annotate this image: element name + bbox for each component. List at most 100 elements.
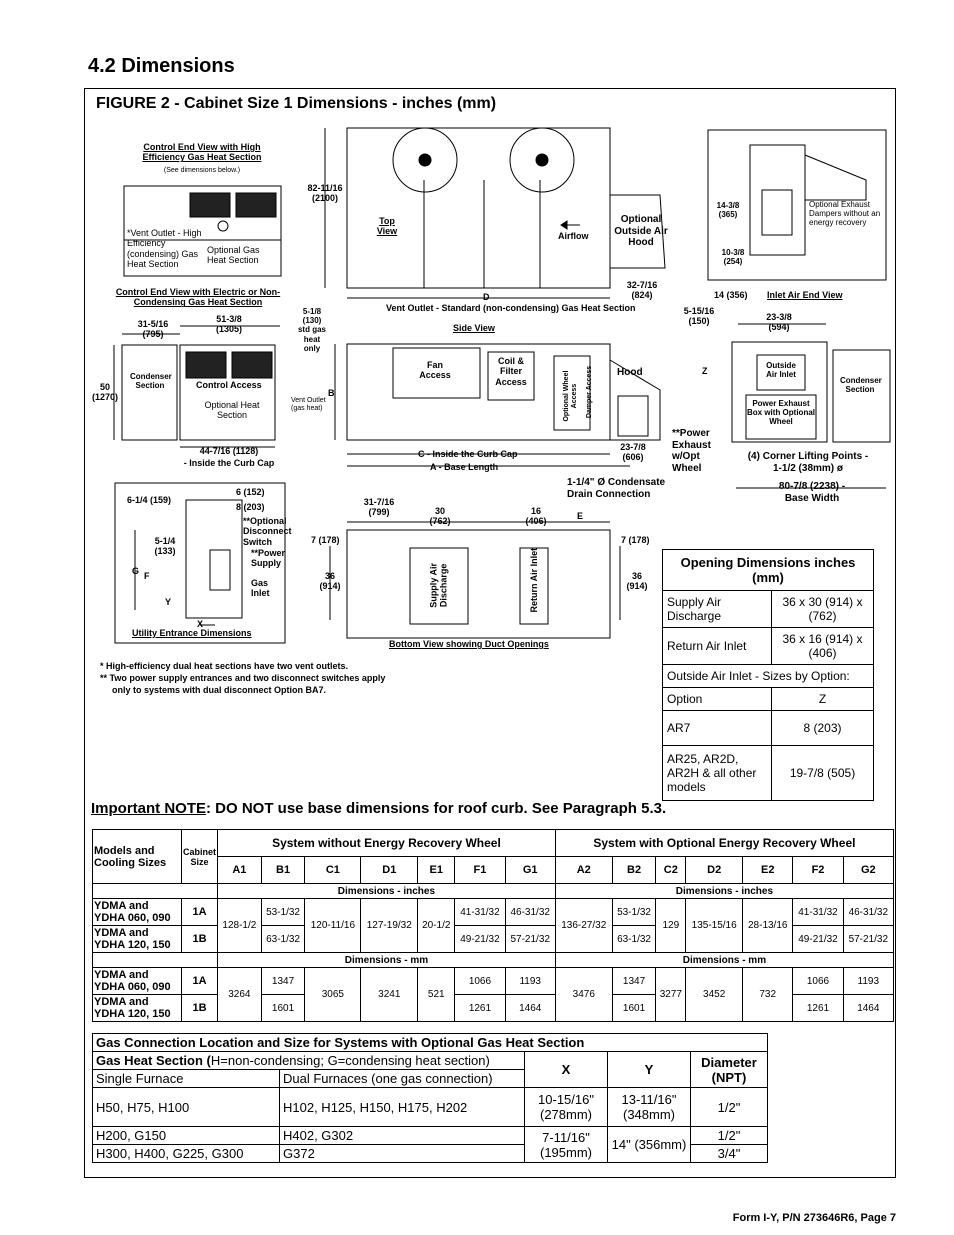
label-supply-air-discharge: Supply Air Discharge — [428, 563, 449, 608]
cell: 1601 — [260, 994, 306, 1022]
gas-cell: 13-11/16" (348mm) — [607, 1087, 691, 1127]
col-header: G2 — [842, 856, 895, 884]
label-g: G — [132, 566, 140, 576]
cell: 1193 — [504, 967, 556, 995]
label-8: 8 (203) — [236, 502, 265, 512]
label-36-left: 36 (914) — [319, 571, 341, 592]
top-view-outline — [346, 127, 611, 289]
label-5-1-4: 5-1/4 (133) — [154, 536, 176, 557]
label-power-supply: **Power Supply — [251, 548, 286, 569]
label-a-base-length: A - Base Length — [430, 462, 499, 472]
important-note-text: : DO NOT use base dimensions for roof cu… — [206, 800, 667, 817]
figure-frame — [84, 88, 896, 1178]
cell: 49-21/32 — [792, 925, 844, 953]
cell: 28-13/16 — [742, 898, 794, 953]
label-outside-air-inlet: Outside Air Inlet — [766, 361, 796, 380]
cell: 41-31/32 — [454, 898, 506, 926]
cell: 1066 — [792, 967, 844, 995]
label-power-exhaust: **Power Exhaust w/Opt Wheel — [672, 428, 711, 474]
oa-title: Outside Air Inlet - Sizes by Option: — [662, 664, 874, 688]
label-z: Z — [702, 366, 708, 376]
col-header: G1 — [504, 856, 556, 884]
label-5-15-16: 5-15/16 (150) — [683, 306, 715, 327]
model-1b: YDMA and YDHA 120, 150 — [92, 925, 182, 953]
cell: 3476 — [554, 967, 613, 1022]
inches-label: Dimensions - inches — [217, 883, 556, 899]
cell: 63-1/32 — [260, 925, 306, 953]
cell: 1347 — [260, 967, 306, 995]
label-opt-exhaust-dampers: Optional Exhaust Dampers without an ener… — [809, 200, 881, 228]
size-1a: 1A — [180, 967, 219, 995]
model-1a: YDMA and YDHA 060, 090 — [92, 898, 182, 926]
diameter-header: Diameter (NPT) — [690, 1051, 768, 1088]
cell: 1193 — [842, 967, 895, 995]
label-opt-outside-air-hood: Optional Outside Air Hood — [614, 214, 668, 248]
label-x: X — [197, 619, 204, 629]
gas-cell: 10-15/16" (278mm) — [524, 1087, 608, 1127]
cell: 1261 — [792, 994, 844, 1022]
label-6: 6 (152) — [236, 487, 265, 497]
cell: 127-19/32 — [360, 898, 419, 953]
size-1a: 1A — [180, 898, 219, 926]
gas-cell: G372 — [279, 1144, 525, 1163]
label-vent-outlet-gas: Vent Outlet (gas heat) — [291, 397, 326, 413]
gas-cell: H300, H400, G225, G300 — [92, 1144, 280, 1163]
label-10-3-8: 10-3/8 (254) — [721, 248, 745, 267]
label-return-air-inlet: Return Air Inlet — [528, 547, 539, 613]
label-23-7-8: 23-7/8 (606) — [620, 442, 646, 463]
label-5-1-8: 5-1/8 (130) std gas heat only — [297, 307, 326, 353]
gas-cell: 14" (356mm) — [607, 1126, 691, 1163]
label-32-7-16: 32-7/16 (824) — [626, 280, 658, 301]
cabinet-header: Cabinet Size — [180, 829, 219, 884]
col-header: E1 — [417, 856, 456, 884]
label-opt-disconnect: **Optional Disconnect Switch — [243, 516, 292, 547]
label-14: 14 (356) — [714, 290, 748, 300]
opening-label: Return Air Inlet — [662, 627, 772, 665]
model-1a: YDMA and YDHA 060, 090 — [92, 967, 182, 995]
gas-heat-bold: Gas Heat Section ( — [96, 1053, 211, 1068]
gas-connection-table: Gas Connection Location and Size for Sys… — [92, 1033, 768, 1163]
label-6-1-4: 6-1/4 (159) — [127, 495, 172, 505]
cell: 129 — [655, 898, 687, 953]
label-14-3-8: 14-3/8 (365) — [716, 201, 740, 220]
label-vent-outlet-std: Vent Outlet - Standard (non-condensing) … — [386, 303, 636, 313]
without-header: System without Energy Recovery Wheel — [217, 829, 556, 857]
opening-label: Supply Air Discharge — [662, 590, 772, 628]
label-23-3-8: 23-3/8 (594) — [766, 312, 792, 333]
label-36-right: 36 (914) — [626, 571, 648, 592]
oa-value: 8 (203) — [771, 710, 874, 746]
cell: 46-31/32 — [504, 898, 556, 926]
cell: 57-21/32 — [504, 925, 556, 953]
cell: 53-1/32 — [260, 898, 306, 926]
label-80-7-8: 80-7/8 (2238) - Base Width — [778, 481, 846, 504]
gas-cell: H402, G302 — [279, 1126, 525, 1145]
label-gas-inlet: Gas Inlet — [251, 578, 270, 599]
gas-cell: 1/2" — [690, 1126, 768, 1145]
label-51-3-8: 51-3/8 (1305) — [215, 314, 242, 335]
label-y: Y — [165, 597, 172, 607]
footnote-2: ** Two power supply entrances and two di… — [100, 673, 386, 684]
label-side-view: Side View — [453, 323, 495, 333]
gas-cell: H50, H75, H100 — [92, 1087, 280, 1127]
label-7-left: 7 (178) — [311, 535, 340, 545]
label-inlet-air-end: Inlet Air End View — [767, 290, 843, 300]
important-note-prefix: Important NOTE — [91, 800, 206, 817]
section-title: 4.2 Dimensions — [88, 55, 235, 77]
col-header: C1 — [304, 856, 362, 884]
label-hood: Hood — [617, 367, 643, 378]
footnote-3: only to systems with dual disconnect Opt… — [112, 685, 327, 696]
inlet-end-outline — [731, 341, 828, 443]
oa-header-value: Z — [771, 687, 874, 711]
label-airflow: Airflow — [558, 231, 589, 241]
label-opt-gas-heat: Optional Gas Heat Section — [207, 245, 260, 266]
label-82-11-16: 82-11/16 (2100) — [307, 183, 343, 204]
gas-cell: H200, G150 — [92, 1126, 280, 1145]
cell: 3452 — [685, 967, 744, 1022]
cell: 521 — [417, 967, 456, 1022]
dual-header: Dual Furnaces (one gas connection) — [279, 1069, 525, 1088]
dimensions-table: Models and Cooling Sizes Cabinet Size Sy… — [91, 829, 895, 1022]
label-16: 16 (406) — [525, 506, 547, 527]
gas-table-title: Gas Connection Location and Size for Sys… — [92, 1033, 768, 1052]
important-note: Important NOTE: DO NOT use base dimensio… — [91, 800, 666, 817]
